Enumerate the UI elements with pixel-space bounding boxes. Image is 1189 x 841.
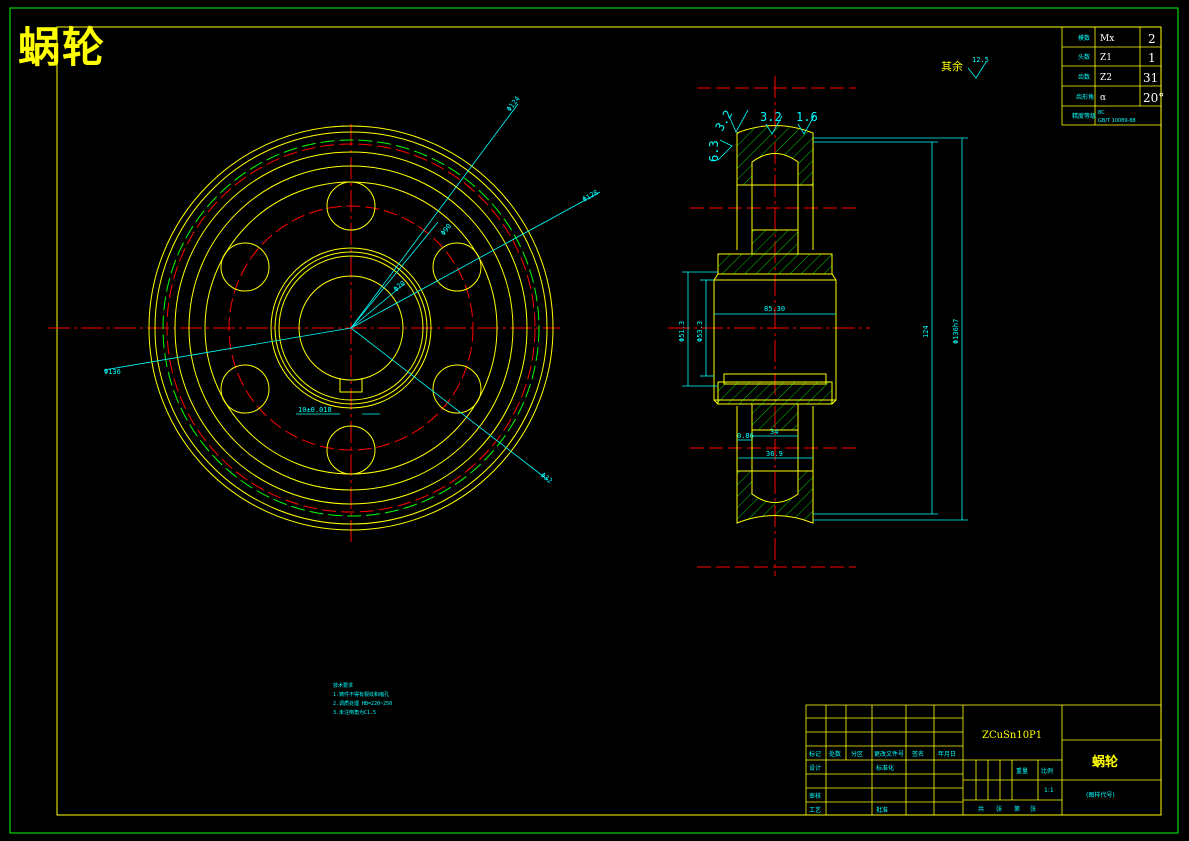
notes-line-3: 3.未注倒角为C1.5 (333, 710, 377, 716)
dim-hub-len: 85.30 (764, 305, 785, 313)
dim-root-dia: 124 (922, 325, 930, 338)
hole-2 (432, 242, 482, 292)
tb-sheets-0: 共 (978, 805, 984, 813)
roughness-top-3: 1.6 (796, 110, 818, 124)
tb-process: 工艺 (809, 806, 821, 814)
param-label-1: 头数 (1078, 53, 1090, 61)
roughness-rest-value: 12.5 (972, 56, 989, 64)
tb-standard: 标准化 (876, 764, 894, 772)
tb-date: 年月日 (938, 750, 956, 758)
tb-review: 审核 (809, 792, 821, 800)
param-val-3: 20° (1143, 91, 1164, 105)
dim-outer-dia: Φ136 (104, 368, 121, 376)
section-dim-lines (682, 137, 968, 521)
dim-face-width: 36.9 (766, 450, 783, 458)
dim-bore-chamfer: Φ32 (539, 471, 554, 485)
dim-dia-a: Φ70 (392, 279, 407, 293)
hole-4 (326, 425, 376, 475)
hole-6 (220, 242, 270, 292)
root-circle (174, 151, 528, 505)
notes-line-2: 2.调质处理 HB=220~250 (333, 701, 393, 707)
title-block: 标记 处数 分区 更改文件号 签名 年月日 设计 标准化 审核 工艺 批准 重量… (805, 704, 1162, 816)
roughness-symbols (717, 61, 987, 161)
notes-heading: 技术要求 (333, 683, 354, 689)
inner-frame (56, 26, 1162, 816)
roughness-top-2: 3.2 (760, 110, 782, 124)
param-sym-1: Z1 (1100, 53, 1112, 63)
hub-inner (278, 255, 424, 401)
param-table: 模数 头数 齿数 齿形角 精度等级 Mx Z1 Z2 α 2 1 31 20° … (1061, 26, 1164, 126)
param-label-4: 精度等级 (1072, 112, 1096, 120)
tb-material: ZCuSn10P1 (982, 730, 1042, 741)
param-val-1: 1 (1148, 51, 1156, 65)
hole-5 (220, 364, 270, 414)
technical-notes: 技术要求 1.铸件不得有裂纹和缩孔 2.调质处理 HB=220~250 3.未注… (333, 682, 392, 718)
tb-scale: 比例 (1041, 767, 1053, 775)
tb-mark: 标记 (809, 750, 821, 758)
section-dim-text: Φ136h7 124 Φ51.3 Φ53.3 85.30 34 0.86 36.… (678, 305, 960, 458)
tb-design: 设计 (809, 764, 821, 772)
dim-bore-a: Φ51.3 (678, 321, 686, 342)
tb-drawing-no: (图样代号) (1086, 791, 1115, 799)
tb-scale-val: 1:1 (1044, 787, 1054, 794)
tb-zone: 分区 (851, 750, 863, 758)
param-label-0: 模数 (1078, 34, 1090, 42)
pitch-circle (162, 139, 540, 517)
tip-circle (148, 125, 554, 531)
param-sym-2: Z2 (1100, 73, 1112, 83)
tb-part-name: 蜗轮 (1092, 754, 1118, 770)
roughness-top-1: 3.2 (712, 108, 735, 134)
bore-circle (298, 275, 404, 381)
param-val-2: 31 (1143, 71, 1158, 85)
section-outline (713, 133, 837, 523)
dim-dia-d: Φ124 (505, 95, 522, 113)
section-view: Φ136h7 124 Φ51.3 Φ53.3 85.30 34 0.86 36.… (668, 56, 989, 576)
hole-1 (326, 181, 376, 231)
dim-chamfer: 0.86 (737, 432, 754, 440)
tb-sheets-1: 张 (996, 805, 1002, 813)
hub-mid (274, 251, 428, 405)
bolt-circle (228, 205, 474, 451)
tb-sheets-3: 张 (1030, 805, 1036, 813)
param-label-3: 齿形角 (1076, 93, 1094, 101)
pitch-ref-circle (166, 143, 536, 513)
front-dim-text: Φ136 Φ128 Φ124 Φ90 Φ70 Φ32 10±0.018 (104, 95, 600, 485)
tb-count: 处数 (829, 750, 841, 758)
front-view: Φ136 Φ128 Φ124 Φ90 Φ70 Φ32 10±0.018 (48, 95, 601, 545)
tb-sheets-2: 第 (1014, 805, 1020, 813)
dim-bore-b: Φ53.3 (696, 321, 704, 342)
tb-change: 更改文件号 (874, 750, 904, 758)
dim-dia-c: Φ128 (581, 189, 600, 204)
dim-dia-b: Φ90 (439, 222, 453, 237)
keyway (339, 378, 363, 393)
param-sym-4: 8C (1098, 110, 1105, 116)
throat-circle (154, 131, 548, 525)
param-label-2: 齿数 (1078, 73, 1090, 81)
dim-tip-dia: Φ136h7 (952, 319, 960, 344)
param-sym-3: α (1100, 93, 1106, 103)
outer-frame (9, 7, 1179, 834)
hub-outer (270, 247, 432, 409)
tb-approve: 批准 (876, 806, 888, 814)
rim-circle (188, 165, 514, 491)
tb-sign: 签名 (912, 750, 924, 758)
dim-keyway: 10±0.018 (298, 406, 332, 414)
param-sym-0: Mx (1100, 34, 1114, 44)
dim-rim-width: 34 (770, 428, 778, 436)
hole-3 (432, 364, 482, 414)
notes-line-1: 1.铸件不得有裂纹和缩孔 (333, 692, 390, 698)
front-dim-lines (103, 103, 601, 481)
tb-weight: 重量 (1016, 767, 1028, 775)
roughness-rest-label: 其余 (941, 59, 963, 73)
param-val-0: 2 (1148, 32, 1156, 46)
lightening-holes (220, 181, 482, 475)
roughness-left: 6.3 (707, 140, 721, 162)
param-val-4: GB/T 10089-88 (1098, 118, 1136, 124)
drawing-title: 蜗轮 (18, 23, 107, 72)
